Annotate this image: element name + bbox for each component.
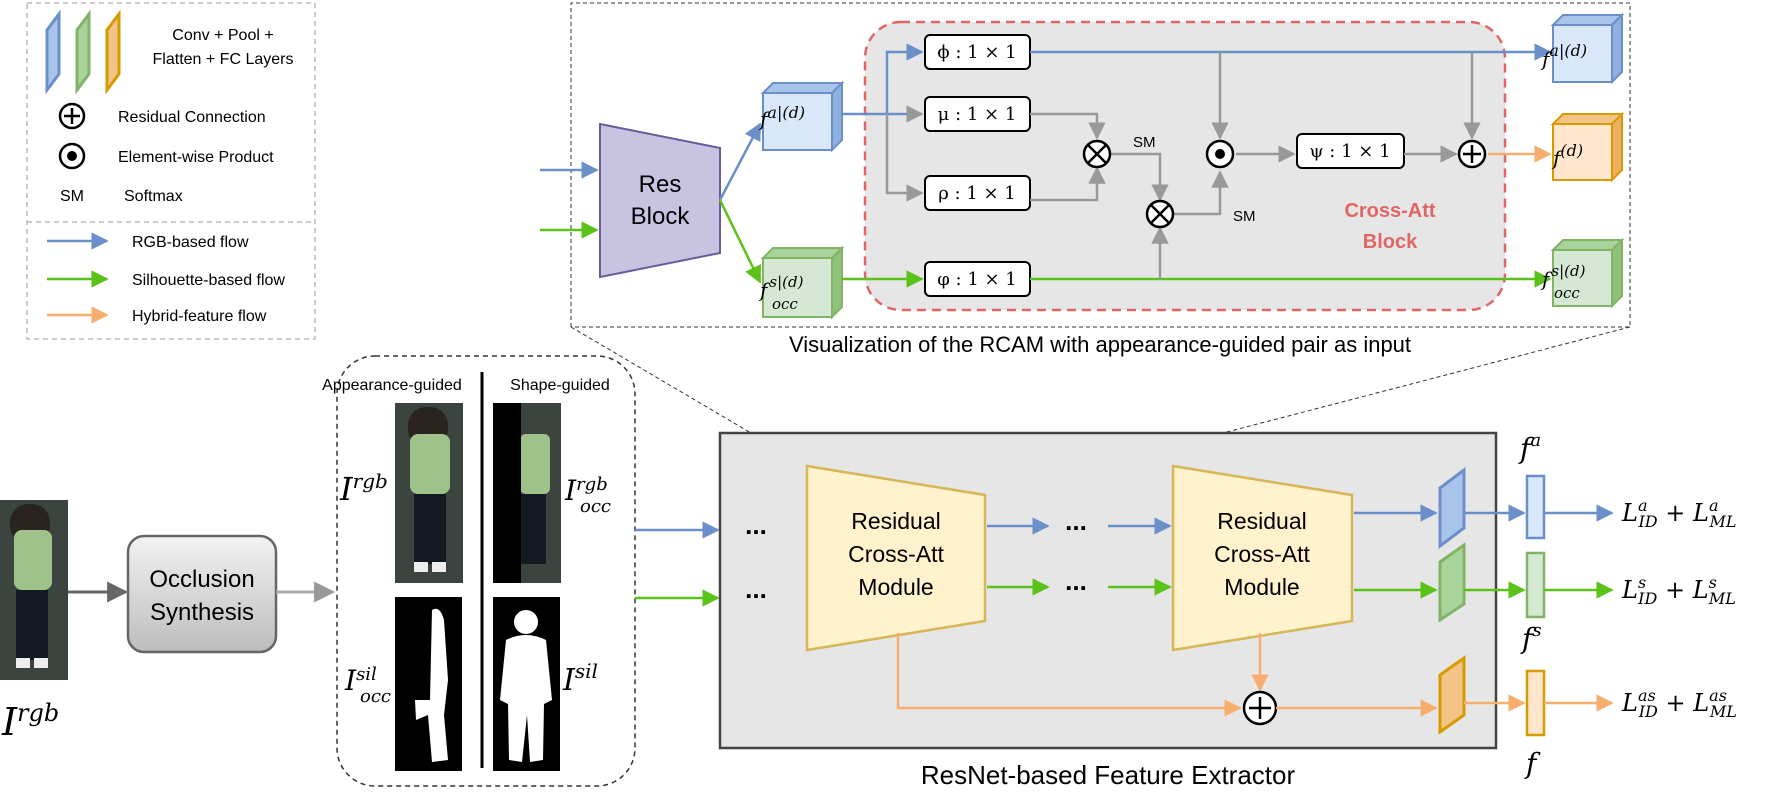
mult1-to-mult2-line xyxy=(1110,152,1169,202)
res-block xyxy=(599,122,721,279)
sil-fc-layer xyxy=(1438,542,1466,623)
m1-hybrid-path xyxy=(896,633,1242,717)
hybrid-fc-layer xyxy=(1438,655,1466,735)
hybrid-add-icon xyxy=(1242,690,1278,726)
res-block-label-line1: Res xyxy=(639,171,682,198)
zoom-line-left xyxy=(570,326,808,467)
sm-label-2: SM xyxy=(1233,208,1256,225)
legend-conv-label-line2: Flatten + FC Layers xyxy=(153,51,294,68)
residual-cross-att-module-1 xyxy=(805,464,987,652)
i-rgb-label: Irgb xyxy=(339,469,388,508)
fa-label: fa xyxy=(1518,430,1541,465)
f-vector xyxy=(1525,669,1546,737)
rho-conv-box xyxy=(924,175,1031,211)
f-rgb-in-cube xyxy=(760,80,845,153)
element-wise-product-op-icon xyxy=(1205,139,1235,169)
module1-label-line2: Cross-Att xyxy=(848,541,944,567)
mu-conv-label: μ : 1 × 1 xyxy=(938,104,1017,125)
f-rgb-out-cube xyxy=(1550,12,1625,85)
element-wise-product-icon xyxy=(58,142,86,170)
res-to-fsil-arrow xyxy=(718,199,762,284)
cross-att-block-panel xyxy=(863,20,1507,312)
module1-label-line3: Module xyxy=(858,574,933,600)
legend-softmax-label: Softmax xyxy=(124,188,183,205)
f-sil-out-cube xyxy=(1550,237,1625,309)
f-hybrid-out-cube xyxy=(1550,111,1625,183)
matmul-icon-2 xyxy=(1145,199,1175,229)
occlusion-synthesis-section: Irgb Occlusion Synthesis Appearance-guid… xyxy=(0,355,636,787)
input-person-image xyxy=(0,500,68,680)
module2-label-line3: Module xyxy=(1224,574,1299,600)
shape-guided-label: Shape-guided xyxy=(510,377,610,394)
input-rgb-label: Irgb xyxy=(1,699,59,744)
matmul-icon-1 xyxy=(1082,139,1112,169)
legend-frame xyxy=(26,2,316,340)
mult2-to-dot-line xyxy=(1173,170,1229,216)
rho-conv-label: ρ : 1 × 1 xyxy=(938,183,1016,204)
res-block-label-line2: Block xyxy=(631,203,691,230)
fs-vector xyxy=(1525,551,1546,619)
rcam-frame xyxy=(570,2,1631,328)
psi-conv-label: ψ : 1 × 1 xyxy=(1309,141,1390,162)
cross-att-block-label-line1: Cross-Att xyxy=(1344,200,1435,222)
conv-layers-icon xyxy=(45,9,121,95)
feature-extractor-title: ResNet-based Feature Extractor xyxy=(921,760,1296,790)
frgb-to-phi-line xyxy=(885,43,924,114)
ellipsis-rgb-mid: ... xyxy=(1065,506,1087,536)
residual-cross-att-module-2 xyxy=(1171,464,1354,652)
occlusion-synthesis-box xyxy=(126,534,278,654)
module1-label-line1: Residual xyxy=(851,508,941,534)
occluded-silhouette-image xyxy=(395,597,462,771)
cross-att-block-label-line2: Block xyxy=(1363,231,1418,253)
fa-vector xyxy=(1525,474,1546,540)
occlusion-synthesis-label-line1: Occlusion xyxy=(149,566,254,593)
i-sil-label: Isil xyxy=(562,659,598,698)
legend-sm-abbrev: SM xyxy=(60,188,84,205)
residual-add-op-icon xyxy=(1457,139,1487,169)
occlusion-synthesis-label-line2: Synthesis xyxy=(150,599,254,626)
legend-product-label: Element-wise Product xyxy=(118,149,274,166)
rcam-caption: Visualization of the RCAM with appearanc… xyxy=(789,332,1411,357)
legend-silhouette-flow-label: Silhouette-based flow xyxy=(132,272,285,289)
mu-to-mult-line xyxy=(1030,112,1106,140)
occluded-rgb-image xyxy=(493,403,561,583)
ellipsis-rgb-in: ... xyxy=(745,510,767,540)
silhouette-image xyxy=(493,597,560,771)
legend-conv-label-line1: Conv + Pool + xyxy=(172,27,273,44)
legend: Conv + Pool + Flatten + FC Layers Residu… xyxy=(26,2,316,340)
ellipsis-sil-mid: ... xyxy=(1065,566,1087,596)
rho-to-mult-line xyxy=(1030,166,1106,202)
varphi-conv-label: φ : 1 × 1 xyxy=(937,269,1017,290)
rgb-fc-layer xyxy=(1438,467,1466,549)
appearance-guided-label: Appearance-guided xyxy=(322,377,462,394)
sm-label-1: SM xyxy=(1133,134,1156,151)
rgb-image xyxy=(395,403,463,583)
fs-label: fs xyxy=(1520,620,1542,655)
ellipsis-sil-in: ... xyxy=(745,574,767,604)
legend-hybrid-flow-label: Hybrid-feature flow xyxy=(132,308,267,325)
module2-label-line1: Residual xyxy=(1217,508,1307,534)
psi-conv-box xyxy=(1296,133,1405,169)
legend-residual-label: Residual Connection xyxy=(118,109,266,126)
residual-connection-icon xyxy=(58,102,86,130)
phi-conv-label: ϕ : 1 × 1 xyxy=(937,42,1016,63)
res-to-frgb-arrow xyxy=(718,122,762,201)
legend-rgb-flow-label: RGB-based flow xyxy=(132,234,249,251)
frgb-to-rho-line xyxy=(885,114,924,202)
f-label: f xyxy=(1524,747,1541,780)
module2-label-line2: Cross-Att xyxy=(1214,541,1310,567)
pairs-frame xyxy=(336,355,636,787)
f-sil-in-cube xyxy=(760,245,845,320)
feature-extractor: ... ... Residual Cross-Att Module Residu… xyxy=(635,431,1498,790)
